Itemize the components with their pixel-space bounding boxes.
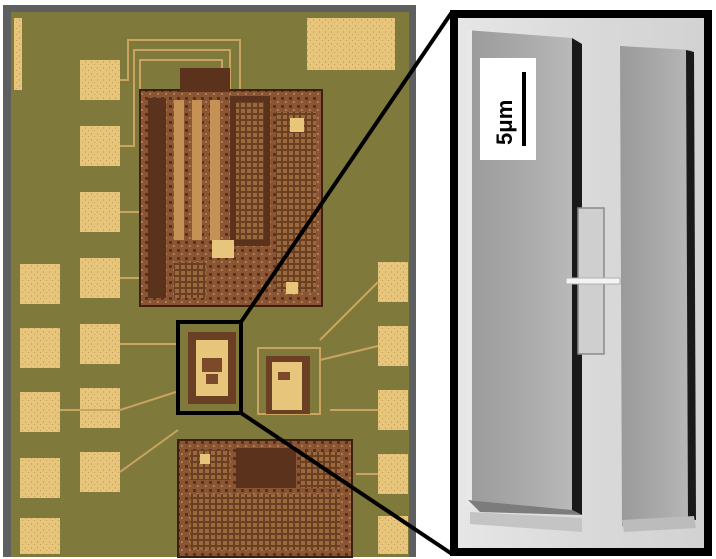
chip-micrograph xyxy=(3,5,416,558)
zoom-lines xyxy=(239,10,454,556)
device-region xyxy=(188,332,321,415)
upper-circuit-block xyxy=(139,68,323,307)
scale-bar: 5μm xyxy=(480,58,536,160)
highlight-box xyxy=(176,320,243,415)
scale-bar-box xyxy=(480,58,536,160)
suspended-bar xyxy=(565,207,621,355)
sem-image: 5μm xyxy=(450,10,712,556)
lower-circuit-block xyxy=(177,439,353,558)
scale-bar-label: 5μm xyxy=(492,100,517,145)
bond-pads xyxy=(14,18,408,554)
right-slab xyxy=(620,46,696,532)
